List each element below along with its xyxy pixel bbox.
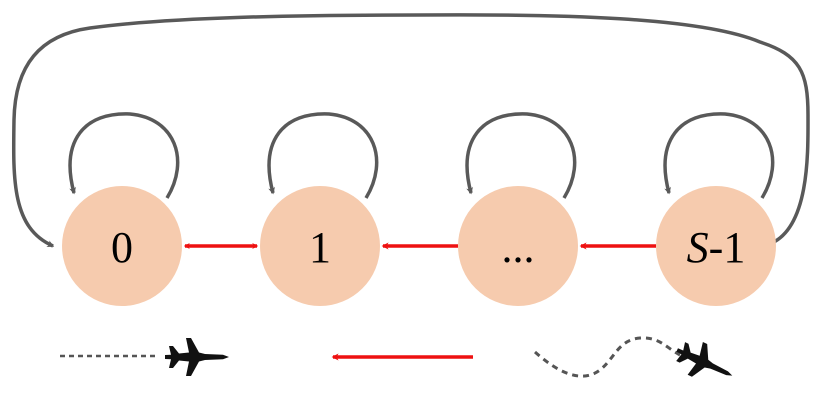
node-1-label: 1 xyxy=(309,223,331,272)
self-loop-0 xyxy=(68,112,180,199)
legend-straight-dashed-path xyxy=(60,338,229,376)
node-2: ... xyxy=(458,186,578,306)
self-loop-2 xyxy=(465,112,577,199)
self-loop-1 xyxy=(267,112,379,199)
node-2-label: ... xyxy=(502,223,535,272)
node-0: 0 xyxy=(62,186,182,306)
node-3-label-rest: -1 xyxy=(709,223,746,272)
node-3: S-1 xyxy=(656,186,776,306)
self-loop-3 xyxy=(663,112,775,199)
node-3-label: S-1 xyxy=(687,223,746,272)
wraparound-edge xyxy=(11,13,810,248)
node-1: 1 xyxy=(260,186,380,306)
node-0-label: 0 xyxy=(111,223,133,272)
legend-wavy-dashed-path xyxy=(533,333,740,393)
node-3-label-italic: S xyxy=(687,223,709,272)
legend xyxy=(60,333,740,393)
airplane-icon xyxy=(165,338,229,376)
airplane-icon xyxy=(669,333,740,393)
